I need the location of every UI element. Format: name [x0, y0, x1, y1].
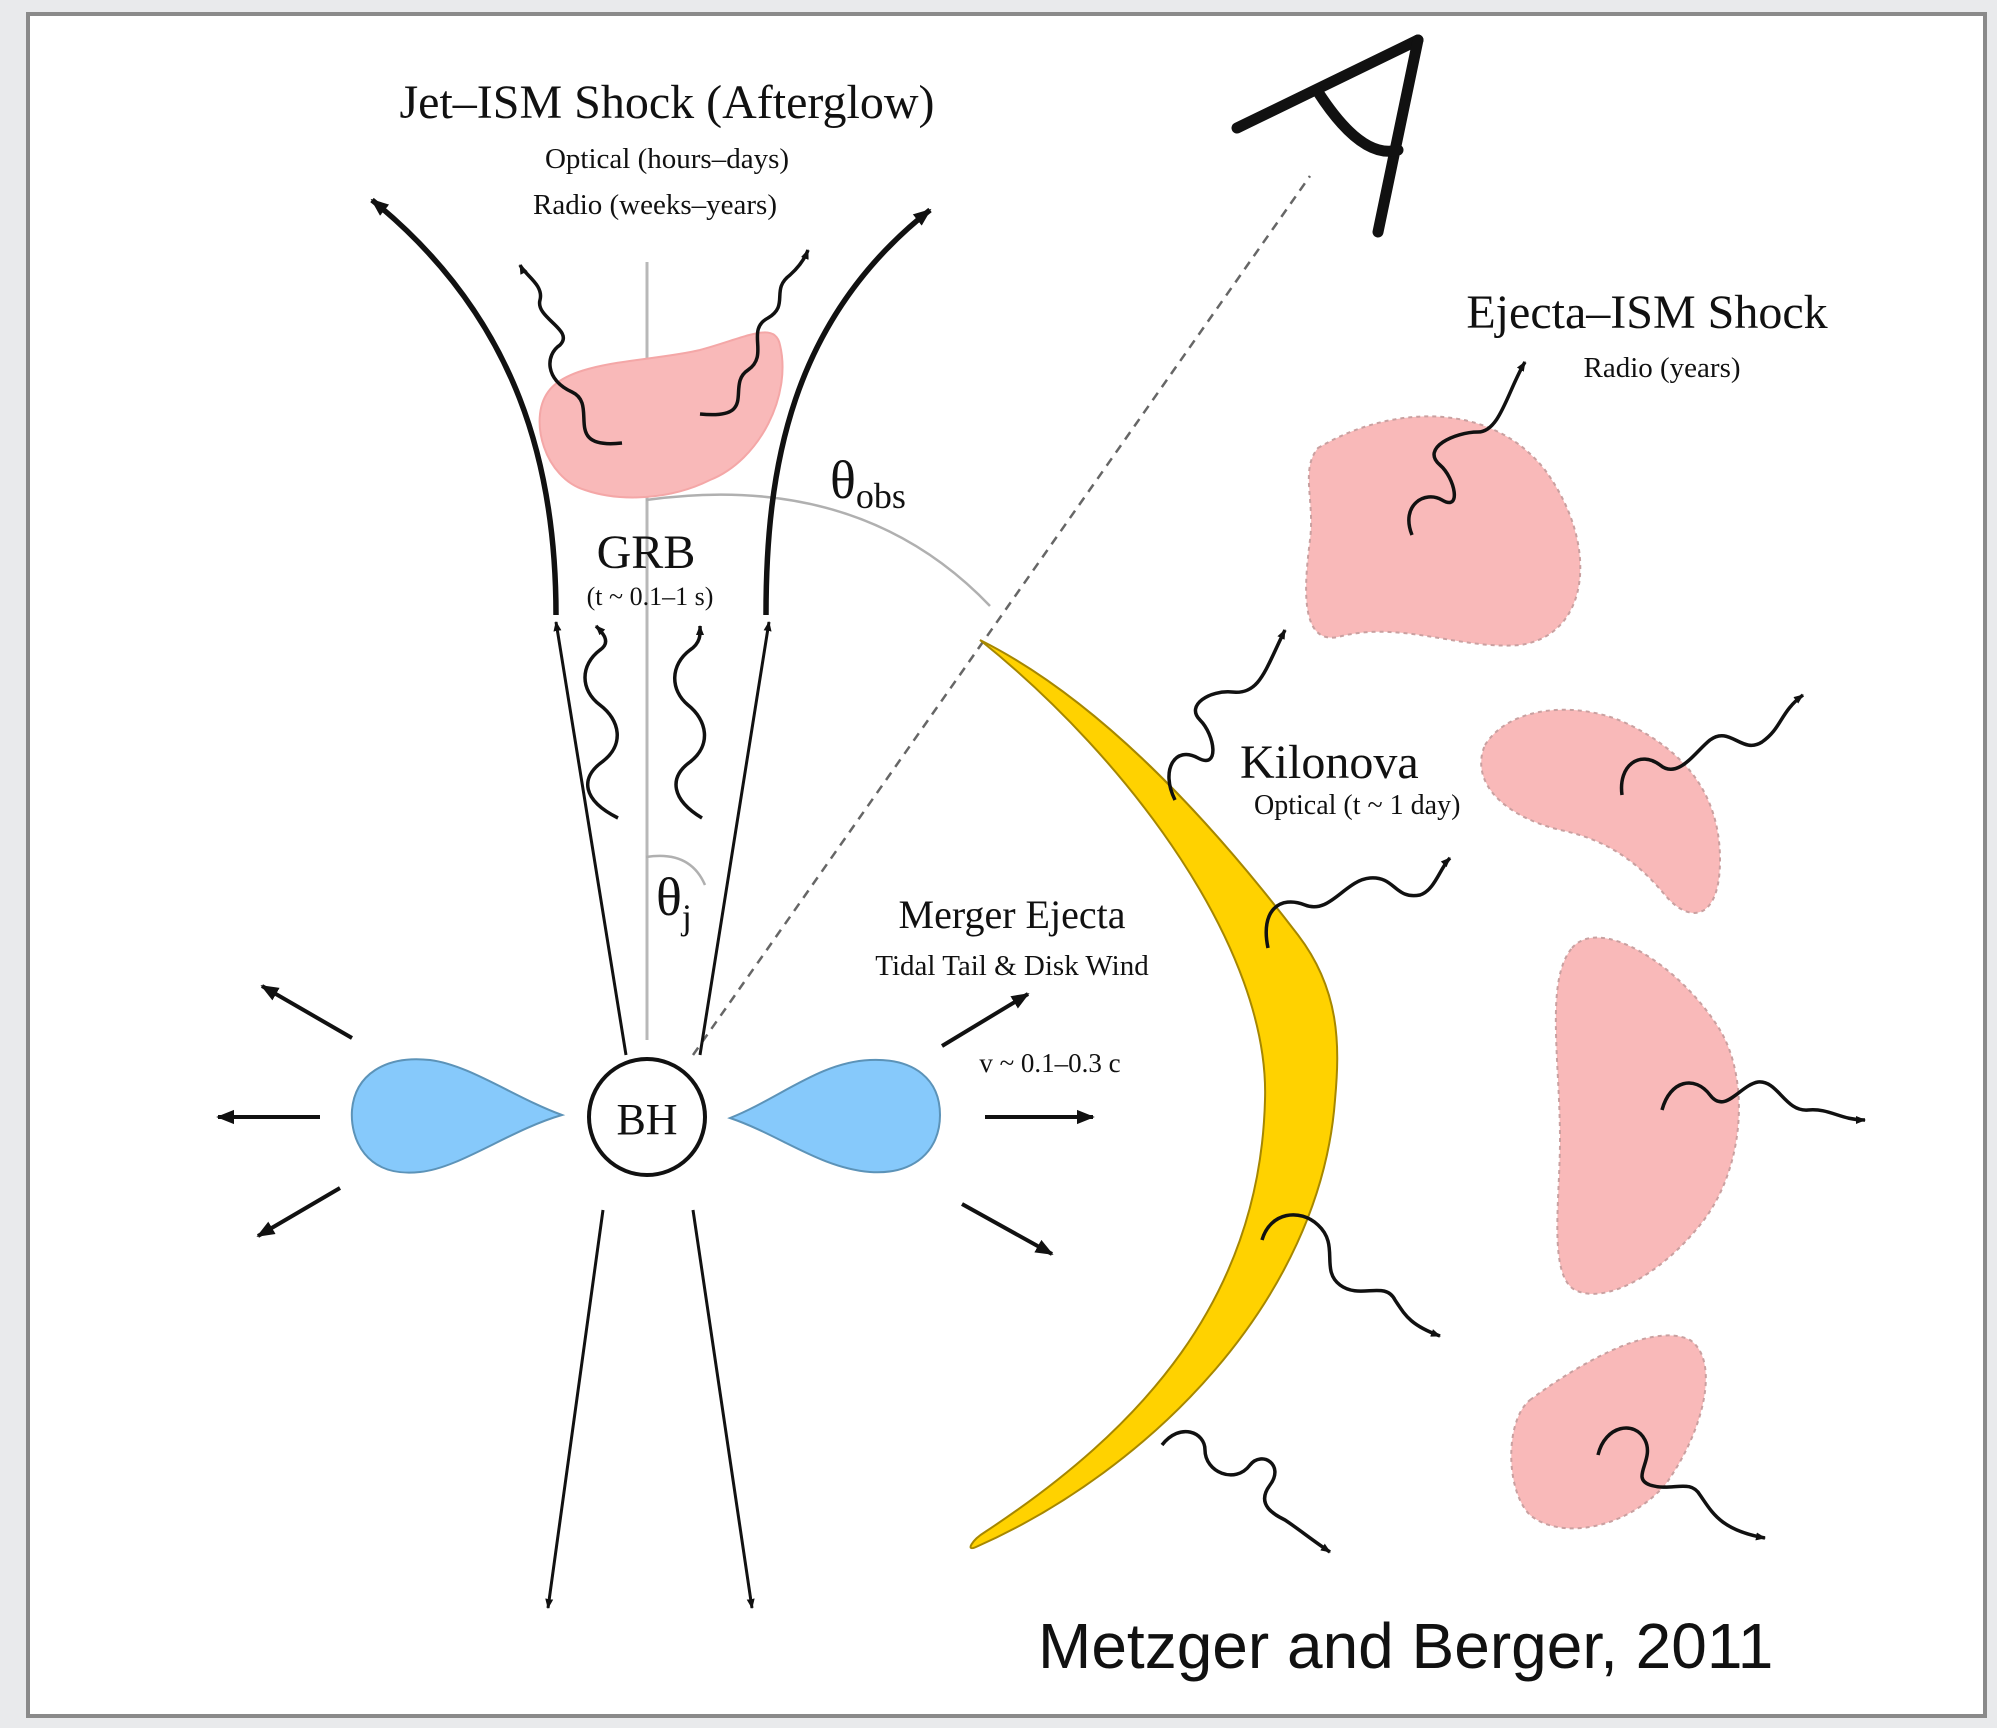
- shock-photon-1: [1407, 361, 1527, 536]
- disk-right-lobe: [727, 1058, 942, 1174]
- theta-j-arc: [645, 854, 707, 886]
- theta-j-symbol: θ: [656, 867, 682, 927]
- ejecta-velocity-label: v ~ 0.1–0.3 c: [979, 1048, 1120, 1078]
- black-hole-circle: [587, 1057, 707, 1177]
- ejecta-shock-blob-3: [1554, 936, 1740, 1295]
- line-of-sight: [691, 175, 1312, 1056]
- disk-left-lobe: [350, 1058, 566, 1174]
- ejecta-arrow-ur: [940, 992, 1030, 1048]
- jet-left-curve: [370, 197, 559, 616]
- ejecta-arrow-ul: [260, 984, 354, 1040]
- ejecta-shock-blob-1: [1305, 415, 1582, 647]
- afterglow-photon-left: [518, 264, 623, 446]
- merger-ejecta-subtitle: Tidal Tail & Disk Wind: [875, 950, 1149, 982]
- kilonova-photon-4: [1160, 1429, 1331, 1554]
- kilonova-time-label: Optical (t ~ 1 day): [1254, 790, 1460, 821]
- grb-title: GRB: [597, 526, 696, 579]
- observer-eye-icon: [1231, 34, 1424, 238]
- shock-photon-2: [1619, 693, 1805, 796]
- jet-inner-right-down: [691, 1209, 755, 1609]
- bh-label: BH: [616, 1095, 677, 1144]
- grb-photon-right: [673, 625, 707, 820]
- theta-j-subscript: j: [680, 897, 692, 937]
- merger-ejecta-title: Merger Ejecta: [899, 892, 1126, 937]
- jet-inner-right-up: [698, 621, 772, 1056]
- theta-j-label: θj: [656, 867, 692, 937]
- theta-obs-arc: [645, 493, 991, 607]
- afterglow-optical-label: Optical (hours–days): [545, 143, 789, 175]
- shock-photon-3: [1660, 1080, 1866, 1124]
- ejecta-shock-blob-2: [1480, 708, 1722, 914]
- jet-inner-left-down: [545, 1209, 605, 1609]
- ejecta-arrow-ll: [256, 1186, 342, 1238]
- theta-obs-symbol: θ: [830, 450, 856, 510]
- grb-time-label: (t ~ 0.1–1 s): [587, 582, 714, 611]
- kilonova-title: Kilonova: [1240, 736, 1419, 789]
- afterglow-radio-label: Radio (weeks–years): [533, 189, 777, 221]
- afterglow-shock-region: [538, 331, 784, 499]
- shock-photon-4: [1596, 1426, 1766, 1541]
- jet-right-curve: [763, 207, 932, 616]
- citation-label: Metzger and Berger, 2011: [1038, 1610, 1773, 1682]
- ejecta-shock-title: Ejecta–ISM Shock: [1466, 286, 1827, 339]
- afterglow-photon-right: [699, 249, 810, 417]
- grb-photon-left: [583, 624, 619, 820]
- theta-obs-label: θobs: [830, 450, 906, 516]
- afterglow-title: Jet–ISM Shock (Afterglow): [399, 76, 934, 129]
- ejecta-shock-radio-label: Radio (years): [1583, 352, 1740, 384]
- jet-inner-left-up: [553, 621, 628, 1056]
- kilonova-photon-2: [1264, 856, 1452, 949]
- ejecta-shock-blob-4: [1510, 1334, 1707, 1530]
- kilonova-crescent: [969, 639, 1339, 1550]
- kilonova-photon-3: [1260, 1213, 1441, 1338]
- theta-obs-subscript: obs: [856, 476, 906, 516]
- kilonova-photon-1: [1167, 629, 1287, 801]
- ejecta-arrow-lr: [961, 1202, 1054, 1256]
